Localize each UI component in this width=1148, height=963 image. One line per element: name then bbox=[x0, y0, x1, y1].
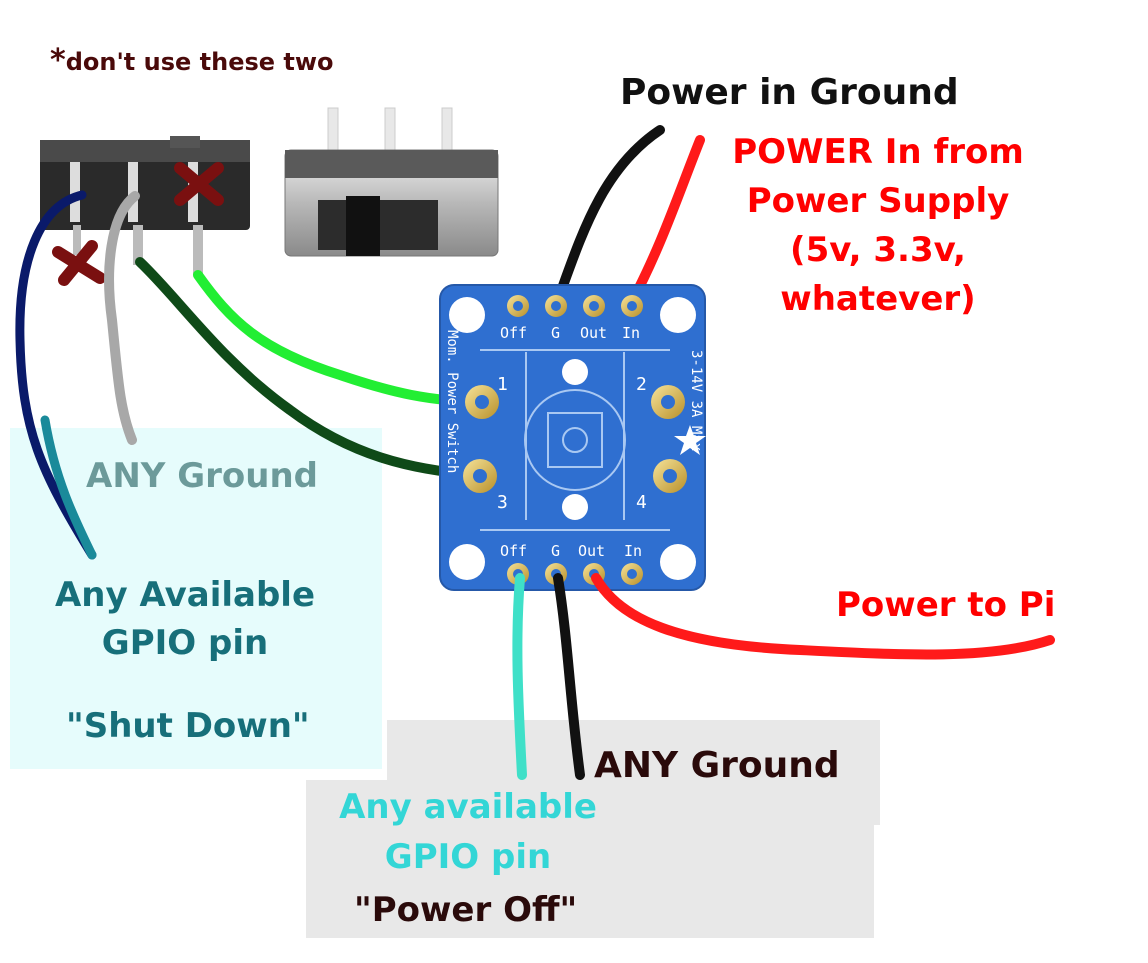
dont-use-star: * bbox=[50, 43, 66, 78]
power-switch-board: Off G Out In Off G Out In 1 2 3 4 Mom. P… bbox=[439, 284, 706, 591]
star-logo bbox=[674, 425, 706, 455]
slide-switch-right bbox=[284, 107, 499, 257]
gpio-bottom-line-2: GPIO pin bbox=[384, 837, 552, 877]
wire-red-power-to-pi bbox=[591, 573, 1055, 660]
pad-number-1: 1 bbox=[497, 374, 508, 395]
dont-use-text: don't use these two bbox=[65, 48, 334, 76]
dont-use-note: *don't use these two bbox=[50, 43, 334, 78]
cyan-panel bbox=[10, 428, 382, 769]
label-any-ground-bottom: ANY Ground bbox=[594, 745, 840, 786]
mounting-hole bbox=[562, 494, 588, 520]
bottom-pin-label-in: In bbox=[624, 542, 642, 560]
wire-red-power-in bbox=[625, 135, 705, 310]
board-side-label-left: Mom. Power Switch bbox=[444, 330, 460, 473]
pad-number-3: 3 bbox=[497, 492, 508, 513]
not-used-x-mark-lower bbox=[52, 240, 106, 286]
bottom-pin-label-off: Off bbox=[500, 542, 527, 560]
top-pin-label-in: In bbox=[622, 324, 640, 342]
wire-bright-green bbox=[193, 270, 493, 407]
top-pin-label-out: Out bbox=[580, 324, 607, 342]
power-in-line-2: Power Supply bbox=[746, 181, 1010, 221]
pad-number-2: 2 bbox=[636, 374, 647, 395]
wire-teal-gpio-shutdown bbox=[40, 415, 97, 560]
mounting-hole bbox=[449, 297, 485, 333]
top-header-pins bbox=[507, 295, 643, 317]
power-in-line-4: whatever) bbox=[780, 279, 976, 319]
gpio-left-line-2: GPIO pin bbox=[101, 623, 269, 663]
top-pin-label-g: G bbox=[551, 324, 560, 342]
wire-gray-ground bbox=[104, 191, 140, 445]
wire-black-power-ground bbox=[551, 125, 665, 310]
mounting-hole bbox=[660, 544, 696, 580]
top-pin-label-off: Off bbox=[500, 324, 527, 342]
mounting-hole bbox=[562, 359, 588, 385]
label-shut-down: "Shut Down" bbox=[66, 706, 310, 746]
wire-navy bbox=[15, 190, 97, 560]
pad-number-4: 4 bbox=[636, 492, 647, 513]
wire-dark-green bbox=[135, 257, 483, 480]
label-gpio-left: Any Available GPIO pin bbox=[30, 571, 340, 667]
slide-switch-left bbox=[40, 136, 250, 275]
label-power-off: "Power Off" bbox=[354, 890, 578, 930]
label-power-in-ground: Power in Ground bbox=[620, 72, 959, 113]
gray-panel-bottom bbox=[306, 780, 874, 938]
mounting-hole bbox=[449, 544, 485, 580]
gpio-bottom-line-1: Any available bbox=[339, 787, 597, 827]
bottom-pin-label-out: Out bbox=[578, 542, 605, 560]
switch-pads bbox=[463, 385, 687, 493]
bottom-pin-label-g: G bbox=[551, 542, 560, 560]
label-gpio-bottom: Any available GPIO pin bbox=[328, 782, 608, 882]
wire-black-any-ground bbox=[553, 573, 585, 780]
label-power-in-supply: POWER In from Power Supply (5v, 3.3v, wh… bbox=[708, 128, 1048, 324]
wire-turquoise-gpio-poweroff bbox=[512, 573, 527, 780]
mounting-hole bbox=[660, 297, 696, 333]
power-in-line-3: (5v, 3.3v, bbox=[790, 230, 966, 270]
power-in-line-1: POWER In from bbox=[732, 132, 1024, 172]
not-used-x-mark-upper bbox=[174, 162, 224, 206]
board-side-label-right: 3-14V 3A Max bbox=[688, 350, 704, 451]
label-any-ground-left: ANY Ground bbox=[86, 456, 319, 496]
gpio-left-line-1: Any Available bbox=[54, 575, 316, 615]
label-power-to-pi: Power to Pi bbox=[836, 585, 1056, 625]
